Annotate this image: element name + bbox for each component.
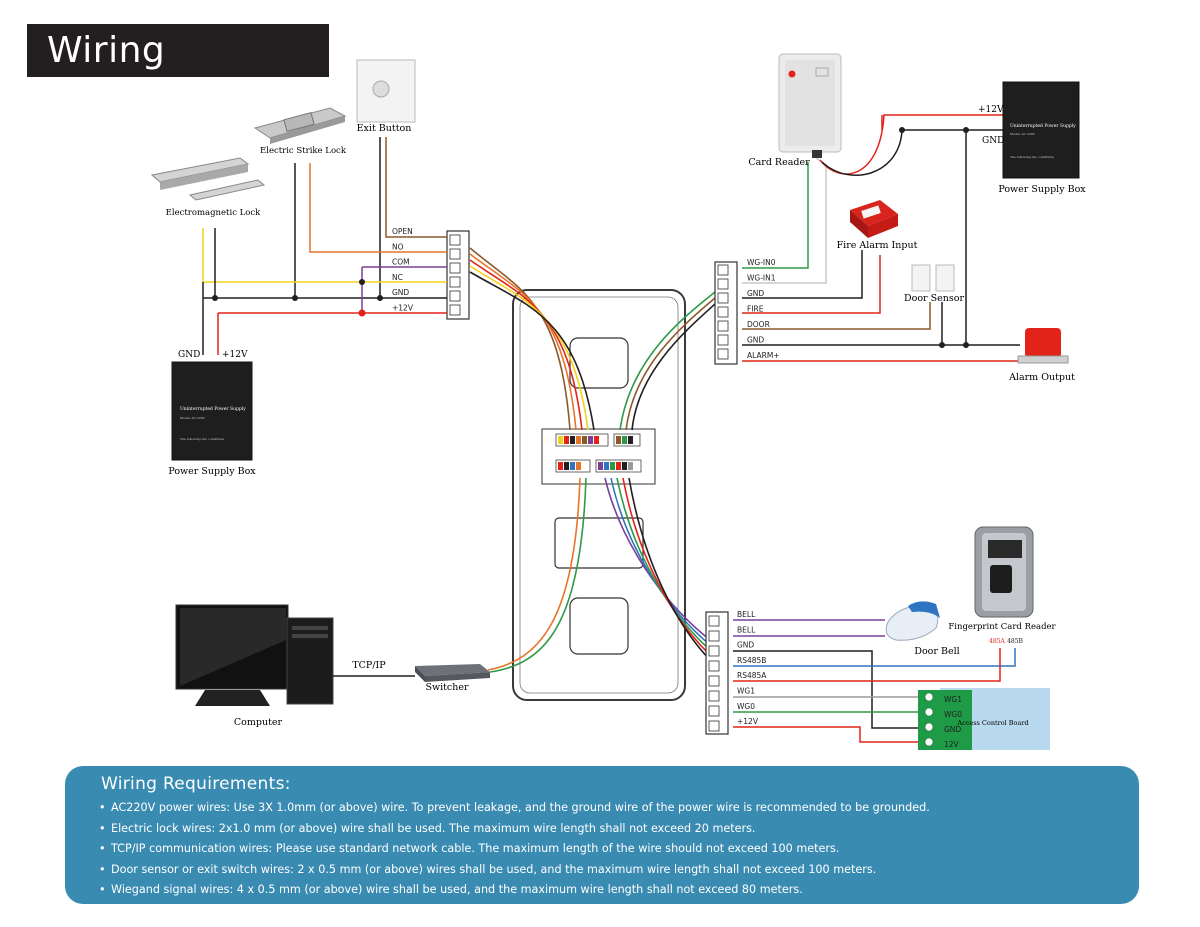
left-junctions: [212, 279, 383, 317]
psu-right-label: Power Supply Box: [998, 184, 1086, 195]
terminal-label: FIRE: [747, 305, 764, 314]
terminal-label: NC: [392, 273, 403, 282]
psu-right-gnd-label: GND: [982, 136, 1004, 146]
svg-text:Model: AC 220V: Model: AC 220V: [180, 416, 206, 420]
exit-button-label: Exit Button: [357, 123, 412, 134]
requirement-item: Door sensor or exit switch wires: 2 x 0.…: [99, 860, 1139, 881]
terminal-label: NO: [392, 242, 404, 251]
requirements-list: AC220V power wires: Use 3X 1.0mm (or abo…: [99, 798, 1139, 901]
requirement-item: Wiegand signal wires: 4 x 0.5 mm (or abo…: [99, 880, 1139, 901]
fire-alarm-device: Fire Alarm Input: [837, 200, 918, 251]
svg-text:Uninterrupted Power Supply: Uninterrupted Power Supply: [1010, 123, 1076, 129]
switcher-device: TCP/IP Switcher: [333, 660, 490, 693]
fingerprint-label: Fingerprint Card Reader: [948, 622, 1056, 632]
terminal-label: +12V: [737, 717, 759, 726]
rs485a-label: 485A: [989, 638, 1005, 645]
fingerprint-reader-device: Fingerprint Card Reader 485A 485B: [948, 526, 1057, 645]
diagram-title: Wiring Diagram: [27, 24, 329, 124]
terminal-block-left: [446, 230, 470, 320]
terminal-label: OPEN: [392, 227, 413, 236]
right-top-junctions: [899, 127, 969, 348]
terminal-label: RS485A: [737, 671, 767, 680]
svg-text:Uninterrupted Power Supply: Uninterrupted Power Supply: [180, 406, 246, 412]
exit-button-device: Exit Button: [356, 59, 416, 134]
terminal-label: WG0: [944, 710, 962, 719]
terminal-label: WG-IN1: [747, 274, 776, 283]
board-label: Access Control Board: [956, 719, 1028, 727]
door-sensor-device: Door Sensor: [904, 264, 964, 304]
card-reader-label: Card Reader: [748, 157, 810, 168]
computer-device: Computer: [175, 604, 334, 728]
terminal-label: 12V: [944, 740, 960, 749]
terminal-label: COM: [392, 258, 410, 267]
terminal-label: WG-IN0: [747, 258, 776, 267]
terminal-label: WG1: [944, 695, 962, 704]
controller-unit: [512, 289, 686, 701]
terminal-label: WG0: [737, 702, 755, 711]
alarm-output-device: Alarm Output: [1008, 328, 1075, 383]
computer-label: Computer: [234, 717, 283, 728]
wire-harness: [469, 247, 716, 673]
psu-left-label: Power Supply Box: [168, 466, 256, 477]
terminal-label: +12V: [392, 304, 414, 313]
door-bell-label: Door Bell: [914, 646, 959, 657]
alarm-output-label: Alarm Output: [1008, 372, 1075, 383]
connector-pins: [558, 436, 633, 470]
requirement-item: AC220V power wires: Use 3X 1.0mm (or abo…: [99, 798, 1139, 819]
right-top-wiring: [742, 114, 1020, 362]
access-control-board: Access Control Board: [918, 688, 1050, 750]
card-reader-device: Card Reader: [748, 53, 842, 168]
door-sensor-label: Door Sensor: [904, 293, 964, 304]
terminal-label: GND: [944, 725, 961, 734]
terminal-label: WG1: [737, 687, 755, 696]
svg-text:Model: AC 220V: Model: AC 220V: [1010, 132, 1036, 136]
right-bottom-wiring: [733, 619, 1016, 743]
requirement-item: TCP/IP communication wires: Please use s…: [99, 839, 1139, 860]
terminal-label: GND: [392, 288, 409, 297]
power-supply-box-left: Uninterrupted Power Supply Model: AC 220…: [168, 350, 256, 477]
svg-text:The following two conditions: The following two conditions: [180, 437, 224, 441]
requirement-item: Electric lock wires: 2x1.0 mm (or above)…: [99, 819, 1139, 840]
psu-right-12v-label: +12V: [978, 105, 1004, 115]
strike-lock-label: Electric Strike Lock: [260, 146, 347, 156]
terminal-label: DOOR: [747, 320, 770, 329]
switcher-label: Switcher: [425, 682, 469, 693]
psu-left-12v-label: +12V: [222, 350, 248, 360]
wiring-requirements-panel: Wiring Requirements: AC220V power wires:…: [65, 766, 1139, 904]
terminal-label: RS485B: [737, 656, 766, 665]
requirements-heading: Wiring Requirements:: [101, 774, 291, 794]
rs485b-label: 485B: [1007, 638, 1023, 645]
em-lock-label: Electromagnetic Lock: [166, 208, 262, 218]
terminal-label: BELL: [737, 610, 756, 619]
terminal-labels-left: OPEN NO COM NC GND +12V: [392, 227, 414, 313]
fire-alarm-label: Fire Alarm Input: [837, 240, 918, 251]
power-supply-box-right: Uninterrupted Power Supply Model: AC 220…: [978, 81, 1086, 195]
door-bell-device: Door Bell: [885, 601, 960, 657]
tcpip-label: TCP/IP: [352, 660, 386, 671]
svg-text:The following two conditions: The following two conditions: [1010, 155, 1054, 159]
psu-left-gnd-label: GND: [178, 350, 200, 360]
terminal-block-right-top: [714, 261, 738, 365]
terminal-label: GND: [747, 289, 764, 298]
electric-strike-lock-device: Electric Strike Lock: [253, 107, 347, 156]
terminal-label: ALARM+: [747, 351, 780, 360]
terminal-label: GND: [747, 336, 764, 345]
terminal-block-right-bottom: [705, 611, 729, 735]
electromagnetic-lock-device: Electromagnetic Lock: [150, 157, 266, 218]
terminal-label: GND: [737, 641, 754, 650]
terminal-label: BELL: [737, 625, 756, 634]
